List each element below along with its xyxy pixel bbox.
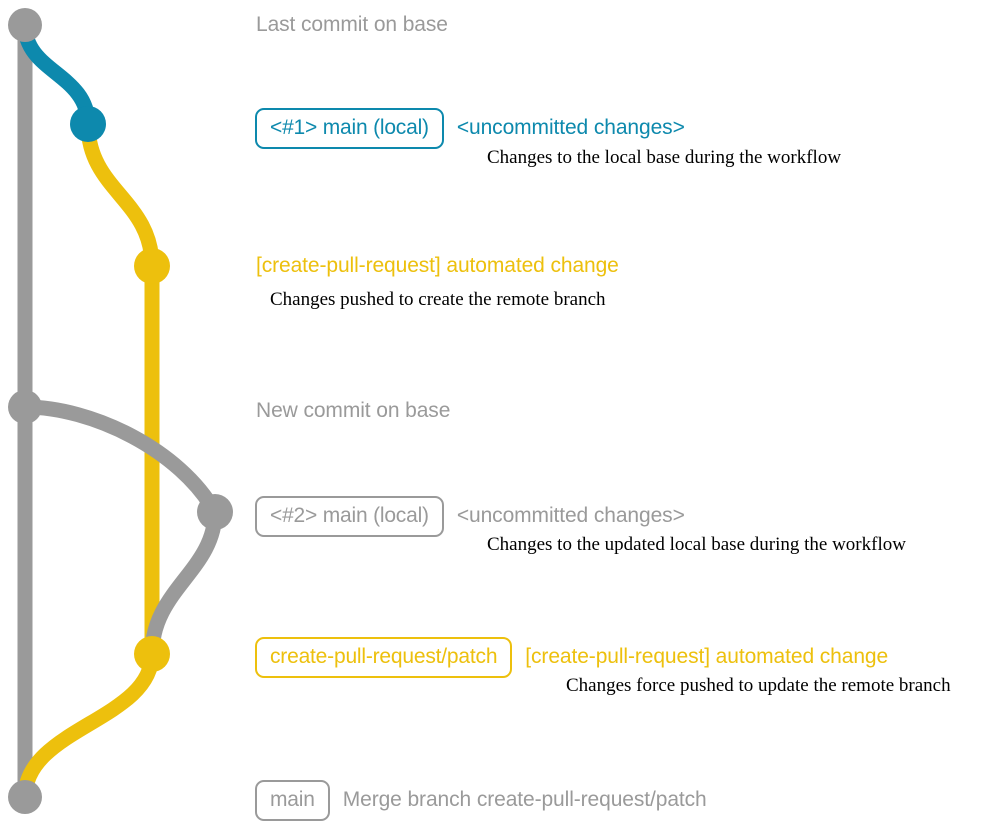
headline-patch-1: [create-pull-request] automated change xyxy=(256,254,619,277)
commit-node-merge[interactable] xyxy=(8,780,42,814)
annotation-row-patch-2: create-pull-request/patch [create-pull-r… xyxy=(255,637,888,678)
annotation-row-last-commit-on-base: Last commit on base xyxy=(256,14,448,35)
annotation-row-local-2: <#2> main (local) <uncommitted changes> xyxy=(255,496,685,537)
commit-node-base-2[interactable] xyxy=(8,390,42,424)
headline-last-commit-on-base: Last commit on base xyxy=(256,13,448,36)
annotation-row-local-1: <#1> main (local) <uncommitted changes> xyxy=(255,108,685,149)
headline-new-commit-on-base: New commit on base xyxy=(256,399,451,422)
branch-pill-patch-2[interactable]: create-pull-request/patch xyxy=(255,637,513,678)
description-local-1: Changes to the local base during the wor… xyxy=(487,147,842,168)
annotation-row-merge: main Merge branch create-pull-request/pa… xyxy=(255,780,707,821)
commit-node-local-1[interactable] xyxy=(70,106,106,142)
edge-base2-to-local2 xyxy=(17,399,223,520)
branch-pill-local-1[interactable]: <#1> main (local) xyxy=(255,108,444,149)
edge-local1-to-patch1 xyxy=(80,116,160,274)
commit-node-local-2[interactable] xyxy=(197,494,233,530)
annotation-row-new-commit-on-base: New commit on base xyxy=(256,400,450,421)
headline-merge: Merge branch create-pull-request/patch xyxy=(342,788,707,811)
description-local-2: Changes to the updated local base during… xyxy=(487,534,906,555)
edge-patch2-to-merge xyxy=(17,646,160,805)
description-patch-2: Changes force pushed to update the remot… xyxy=(566,675,951,696)
annotation-row-patch-1: [create-pull-request] automated change xyxy=(256,255,619,276)
headline-local-2: <uncommitted changes> xyxy=(456,504,685,527)
commit-node-base-1[interactable] xyxy=(8,8,42,42)
headline-local-1: <uncommitted changes> xyxy=(456,116,685,139)
description-patch-1: Changes pushed to create the remote bran… xyxy=(270,289,606,310)
commit-node-patch-2[interactable] xyxy=(134,636,170,672)
branch-pill-local-2[interactable]: <#2> main (local) xyxy=(255,496,444,537)
edge-local2-to-patch2 xyxy=(144,504,223,662)
headline-patch-2: [create-pull-request] automated change xyxy=(525,645,889,668)
commit-node-patch-1[interactable] xyxy=(134,248,170,284)
branch-pill-main[interactable]: main xyxy=(255,780,330,821)
